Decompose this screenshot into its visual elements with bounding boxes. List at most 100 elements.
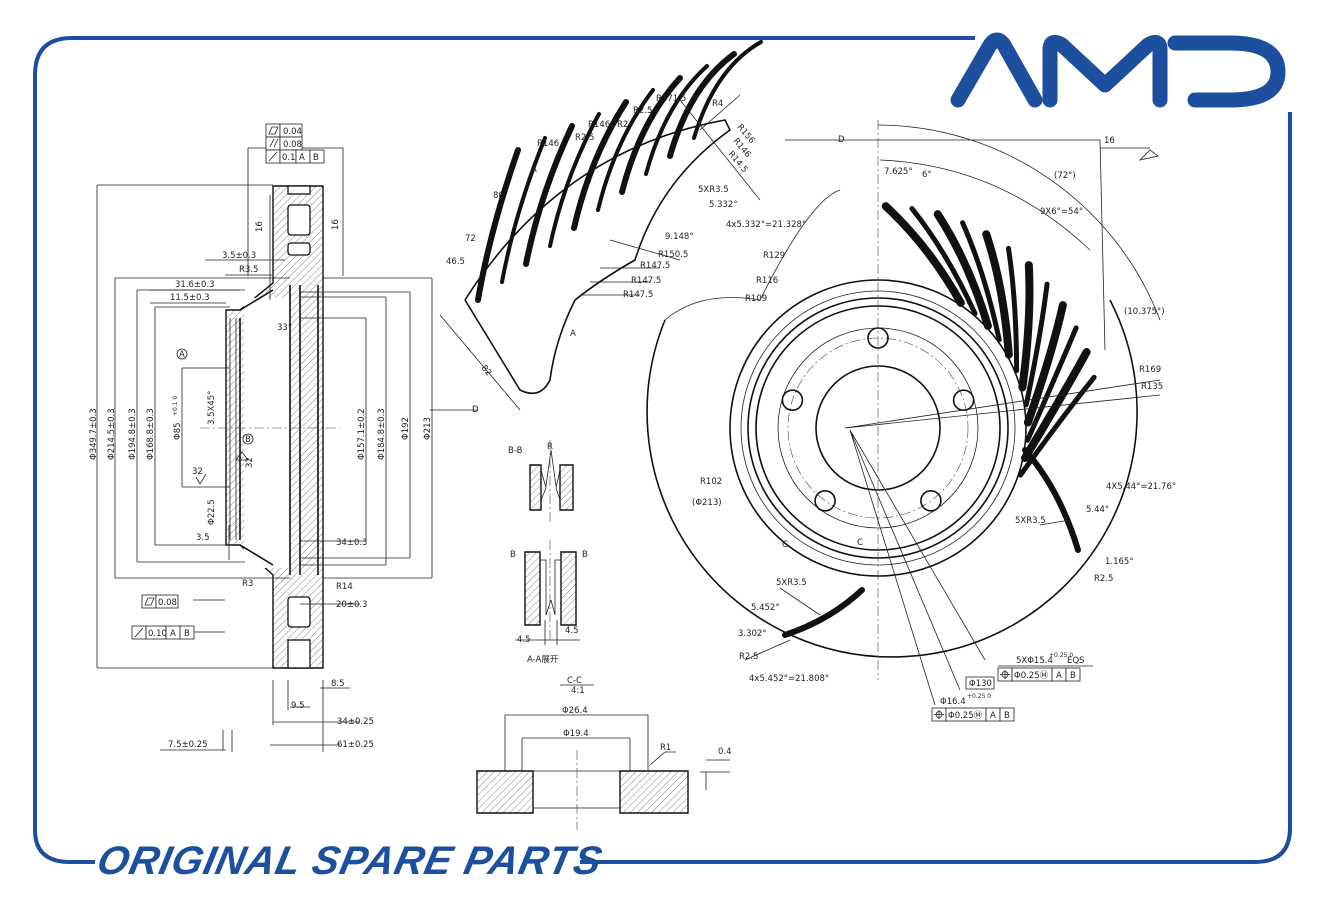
dim-dia-85: Φ85 [173,422,183,440]
dim-r116: R116 [756,276,778,286]
dim-ang-3302: 3.302° [738,629,767,639]
vane-detail-view: R171.5 R4 R2.5 R146 R2 R2.5 R146 A A R15… [439,40,806,411]
dim-8-5: 8.5 [331,679,345,689]
dim-dia-214: Φ214.5±0.3 [107,408,117,460]
dim-dia-19-4: Φ19.4 [563,729,589,739]
vane-slot [644,64,709,176]
vane-slot [475,147,521,303]
cooling-vane-slot [1020,348,1091,462]
dim-3-5b: 3.5 [196,533,210,543]
dim-r147c: R147.5 [623,290,653,300]
tagline: ORIGINAL SPARE PARTS [93,839,607,883]
cooling-vane-slot [909,206,978,317]
datum-a-ref: A [299,153,305,163]
dim-ang-1165: 1.165° [1105,557,1134,567]
cooling-vane-slot [1018,261,1034,392]
dim-dia-168: Φ168.8±0.3 [146,408,156,460]
runout-fcf-datum-a: A [170,629,176,639]
dim-4-5a: 4.5 [517,635,531,645]
section-bb-title: B-B [508,446,523,456]
bolt-hole [781,389,804,411]
dim-ang-7625: 7.625° [884,167,913,177]
dim-r4: R4 [712,99,723,109]
vane-slot [523,123,575,267]
cooling-vane-slot [1017,374,1097,478]
cooling-vane-slot [1023,281,1050,408]
front-view: D 16 (72°) 7.625° 6° 9X6°=54° (10.375°) … [646,120,1176,722]
center-fcf-value: Φ0.25Ⓜ [948,711,983,721]
bolt-hole [814,490,836,512]
dim-dia-213: Φ213 [423,417,433,440]
dim-dia-26-4: Φ26.4 [562,706,588,716]
section-aa-title: A-A展开 [527,655,559,665]
dim-r2-5-right: R2.5 [1094,574,1113,584]
dim-r135: R135 [1141,382,1163,392]
dim-chamfer: 3.5X45° [207,391,217,425]
view-d-label: D [838,135,845,145]
dim-9-5: 9.5 [291,701,305,711]
section-views: B-B R B B 4.5 4.5 A-A展开 C-C 4:1 Φ26.4 Φ1… [476,440,732,830]
dim-angle-33: 33° [277,323,292,333]
dim-ang-21808: 4x5.452°=21.808° [749,674,829,684]
runout-fcf-value: 0.10 [148,629,167,639]
dim-r14: R14 [336,582,353,592]
datum-b-ref: B [313,153,319,163]
dim-dia-192: Φ192 [401,417,411,440]
dim-bolt-holes-tol: +0.25 0 [1049,652,1073,659]
dim-r3: R3 [242,579,253,589]
dim-r169: R169 [1139,365,1161,375]
roughness-right: 16 [331,219,341,230]
dim-72: 72 [465,234,476,244]
dim-r109: R109 [745,294,767,304]
cooling-vane-slot [1024,325,1079,443]
dim-r147b: R147.5 [631,276,661,286]
dim-r146a: R146 [588,120,610,130]
amd-logo [950,32,1286,108]
dim-31-6: 31.6±0.3 [175,280,215,290]
vane-slot [619,75,683,195]
section-cc-title: C-C [567,676,582,686]
section-a-marker: A [531,165,537,175]
view-d-marker: D [472,405,479,415]
bolt-fcf-value: Φ0.25Ⓜ [1014,671,1049,681]
dim-r146b: R146 [537,139,559,149]
dim-0-4: 0.4 [718,747,732,757]
dim-ang-9148: 9.148° [665,232,694,242]
dim-r2-5a: R2.5 [633,106,652,116]
dim-slots-right: 5XR3.5 [1015,516,1046,526]
roughness-left: 16 [255,221,265,232]
dim-ang-21328: 4x5.332°=21.328° [726,220,806,230]
section-cc-scale: 4:1 [571,686,585,696]
dim-ang-5452: 5.452° [751,603,780,613]
cooling-vane-slot [1022,447,1081,553]
section-c-marker-2: C [857,538,863,548]
cooling-vane-slot [960,220,1002,343]
bolt-hole [920,490,942,512]
dim-r2-5b: R2.5 [575,133,594,143]
dim-20: 20±0.3 [336,600,367,610]
parallelism-value: 0.08 [283,140,302,150]
dim-dia-184: Φ184.8±0.3 [377,408,387,460]
cooling-vane-slot [933,210,992,330]
roughness-16: 16 [1104,136,1115,146]
vane-slot [667,51,737,159]
cooling-vane-slot [881,202,965,307]
dim-center-hole-tol: +0.25 0 [967,693,991,700]
roughness-32b: 32 [245,457,255,468]
dim-r147a: R147.5 [640,261,670,271]
cooling-vane-slot [982,230,1013,359]
dim-r2: R2 [617,120,628,130]
cooling-vane-slot [1005,245,1020,374]
bolt-fcf-datum-b: B [1070,671,1076,681]
flatness-value: 0.04 [283,127,302,137]
dim-11-5: 11.5±0.3 [170,293,210,303]
dim-ang-72: (72°) [1054,171,1076,181]
dim-dia-85-tol: +0.1 0 [172,396,179,416]
datum-a-marker: A [179,350,185,360]
section-a-marker-2: A [570,329,576,339]
dim-r102: R102 [700,477,722,487]
dim-dia-349: Φ349.7±0.3 [89,408,99,460]
center-fcf-datum-b: B [1004,711,1010,721]
dim-4-5b: 4.5 [565,626,579,636]
vane-slot [692,40,763,140]
